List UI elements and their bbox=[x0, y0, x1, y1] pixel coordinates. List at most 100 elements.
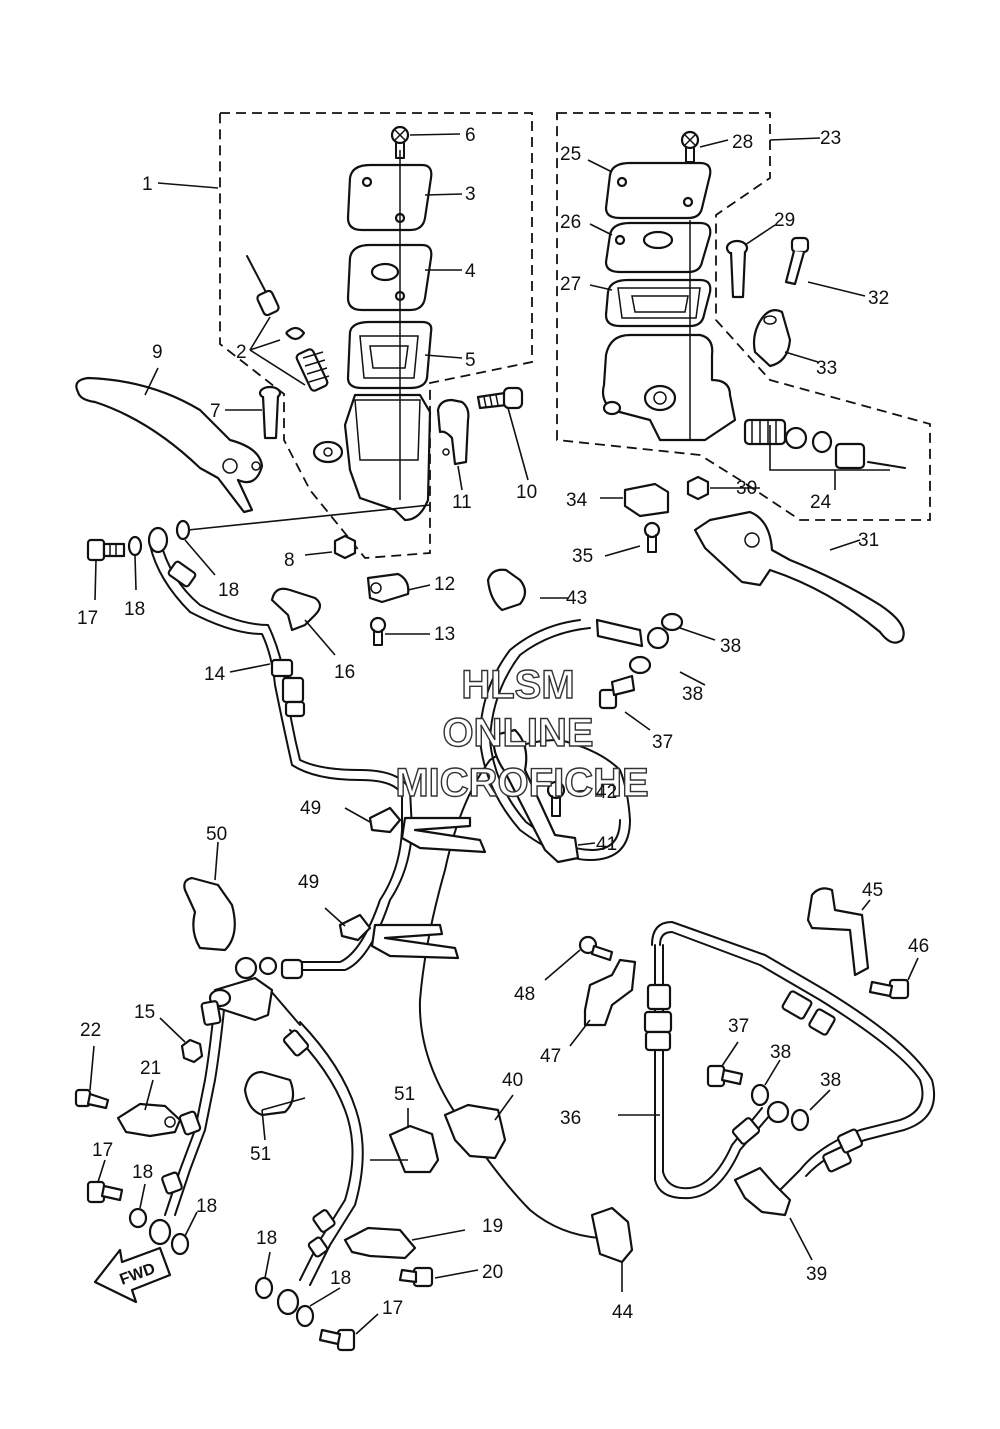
watermark-line2: ONLINE bbox=[442, 711, 593, 755]
master-cylinder-body bbox=[343, 393, 432, 522]
callout-label: 18 bbox=[196, 1196, 217, 1217]
clip-43 bbox=[486, 568, 527, 612]
callout-label: 46 bbox=[908, 936, 929, 957]
bolt-32 bbox=[784, 236, 810, 286]
clip-40 bbox=[443, 1103, 507, 1160]
callout-label: 38 bbox=[720, 636, 741, 657]
callout-label: 16 bbox=[334, 662, 355, 683]
callout-label: 30 bbox=[736, 478, 757, 499]
callout-label: 13 bbox=[434, 624, 455, 645]
callout-label: 24 bbox=[810, 492, 832, 513]
callout-label: 38 bbox=[682, 684, 703, 705]
clutch-switch-34 bbox=[623, 482, 670, 518]
callout-label: 1 bbox=[142, 174, 153, 195]
callout-label: 7 bbox=[210, 401, 221, 422]
callout-label: 29 bbox=[774, 210, 795, 231]
right-master-cylinder-group bbox=[601, 130, 906, 553]
forward-direction-arrow: FWD bbox=[93, 1246, 172, 1304]
callout-label: 5 bbox=[465, 350, 476, 371]
reservoir-cap-3 bbox=[346, 163, 433, 232]
screw-28 bbox=[680, 130, 700, 163]
piston-kit-2 bbox=[246, 255, 330, 392]
callout-label: 49 bbox=[300, 798, 321, 819]
watermark-line1: HLSM bbox=[461, 663, 574, 707]
bolt-46 bbox=[868, 978, 910, 1000]
callout-label: 48 bbox=[514, 984, 535, 1005]
assembly-box-left bbox=[219, 112, 533, 559]
callout-label: 51 bbox=[250, 1144, 271, 1165]
bolt-20 bbox=[398, 1266, 434, 1288]
clip-16 bbox=[270, 587, 322, 632]
clip-44 bbox=[590, 1206, 634, 1264]
assembly-box-right bbox=[556, 112, 931, 521]
clip-50 bbox=[183, 876, 236, 952]
bracket-45 bbox=[806, 887, 870, 977]
clamp-49-upper bbox=[368, 806, 487, 854]
callout-label: 20 bbox=[482, 1262, 503, 1283]
screw-13 bbox=[369, 616, 387, 646]
lower-brake-hose-right bbox=[289, 1029, 354, 1281]
callout-label: 17 bbox=[92, 1140, 113, 1161]
callout-label: 51 bbox=[394, 1084, 415, 1105]
callout-label: 39 bbox=[806, 1264, 827, 1285]
banjo-bolt-17-upper bbox=[86, 519, 191, 562]
callout-label: 38 bbox=[770, 1042, 791, 1063]
callout-label: 50 bbox=[206, 824, 227, 845]
callout-label: 37 bbox=[652, 732, 673, 753]
callout-label: 11 bbox=[452, 492, 472, 513]
watermark-line3: MICROFICHE bbox=[395, 761, 648, 805]
callout-label: 4 bbox=[465, 261, 476, 282]
bolt-22 bbox=[74, 1088, 110, 1110]
nut-15 bbox=[180, 1038, 204, 1064]
pivot-bolt-7 bbox=[258, 385, 282, 440]
callout-label: 18 bbox=[132, 1162, 153, 1183]
clip-51-right bbox=[388, 1124, 440, 1174]
callout-label: 32 bbox=[868, 288, 889, 309]
brake-hose-14 bbox=[159, 539, 413, 971]
callout-label: 10 bbox=[516, 482, 537, 503]
callout-label: 2 bbox=[236, 342, 247, 363]
callout-label: 8 bbox=[284, 550, 295, 571]
callout-label: 47 bbox=[540, 1046, 561, 1067]
clip-39 bbox=[733, 1166, 792, 1217]
callout-label: 28 bbox=[732, 132, 753, 153]
callout-label: 12 bbox=[434, 574, 455, 595]
bracket-41 bbox=[492, 728, 580, 864]
leader-lines bbox=[89, 133, 919, 1335]
callout-label: 45 bbox=[862, 880, 883, 901]
banjo-bolt-37-upper bbox=[595, 612, 684, 710]
callout-label: 27 bbox=[560, 274, 581, 295]
clamp-19 bbox=[343, 1226, 417, 1260]
bolt-29 bbox=[725, 239, 749, 299]
clamp-49-lower bbox=[338, 913, 460, 960]
washer-18-lower bbox=[254, 1276, 274, 1300]
callout-label: 17 bbox=[382, 1298, 403, 1319]
callout-label: 31 bbox=[858, 530, 879, 551]
callout-label: 19 bbox=[482, 1216, 503, 1237]
callout-label: 34 bbox=[566, 490, 588, 511]
reservoir-cap-25 bbox=[604, 161, 712, 220]
diaphragm-27 bbox=[604, 278, 712, 328]
callout-labels: 1 2 3 4 5 6 7 8 9 10 11 12 13 14 15 16 1… bbox=[77, 125, 929, 1323]
callout-label: 25 bbox=[560, 144, 581, 165]
callout-label: 17 bbox=[77, 608, 98, 629]
callout-label: 37 bbox=[728, 1016, 749, 1037]
bracket-21 bbox=[116, 1102, 182, 1138]
nut-8 bbox=[333, 534, 357, 560]
hose-fittings-36 bbox=[643, 983, 863, 1173]
bolt-48 bbox=[578, 935, 614, 962]
callout-label: 33 bbox=[816, 358, 837, 379]
callout-label: 38 bbox=[820, 1070, 841, 1091]
callout-label: 18 bbox=[218, 580, 239, 601]
callout-label: 22 bbox=[80, 1020, 101, 1041]
screw-6 bbox=[390, 125, 410, 159]
callout-label: 21 bbox=[140, 1058, 161, 1079]
callout-label: 23 bbox=[820, 128, 841, 149]
callout-label: 26 bbox=[560, 212, 581, 233]
banjo-bolt-17-lower bbox=[318, 1328, 356, 1352]
callout-label: 42 bbox=[596, 782, 617, 803]
callout-label: 41 bbox=[596, 834, 617, 855]
bolt-10 bbox=[476, 386, 524, 410]
callout-label: 9 bbox=[152, 342, 163, 363]
callout-label: 36 bbox=[560, 1108, 581, 1129]
